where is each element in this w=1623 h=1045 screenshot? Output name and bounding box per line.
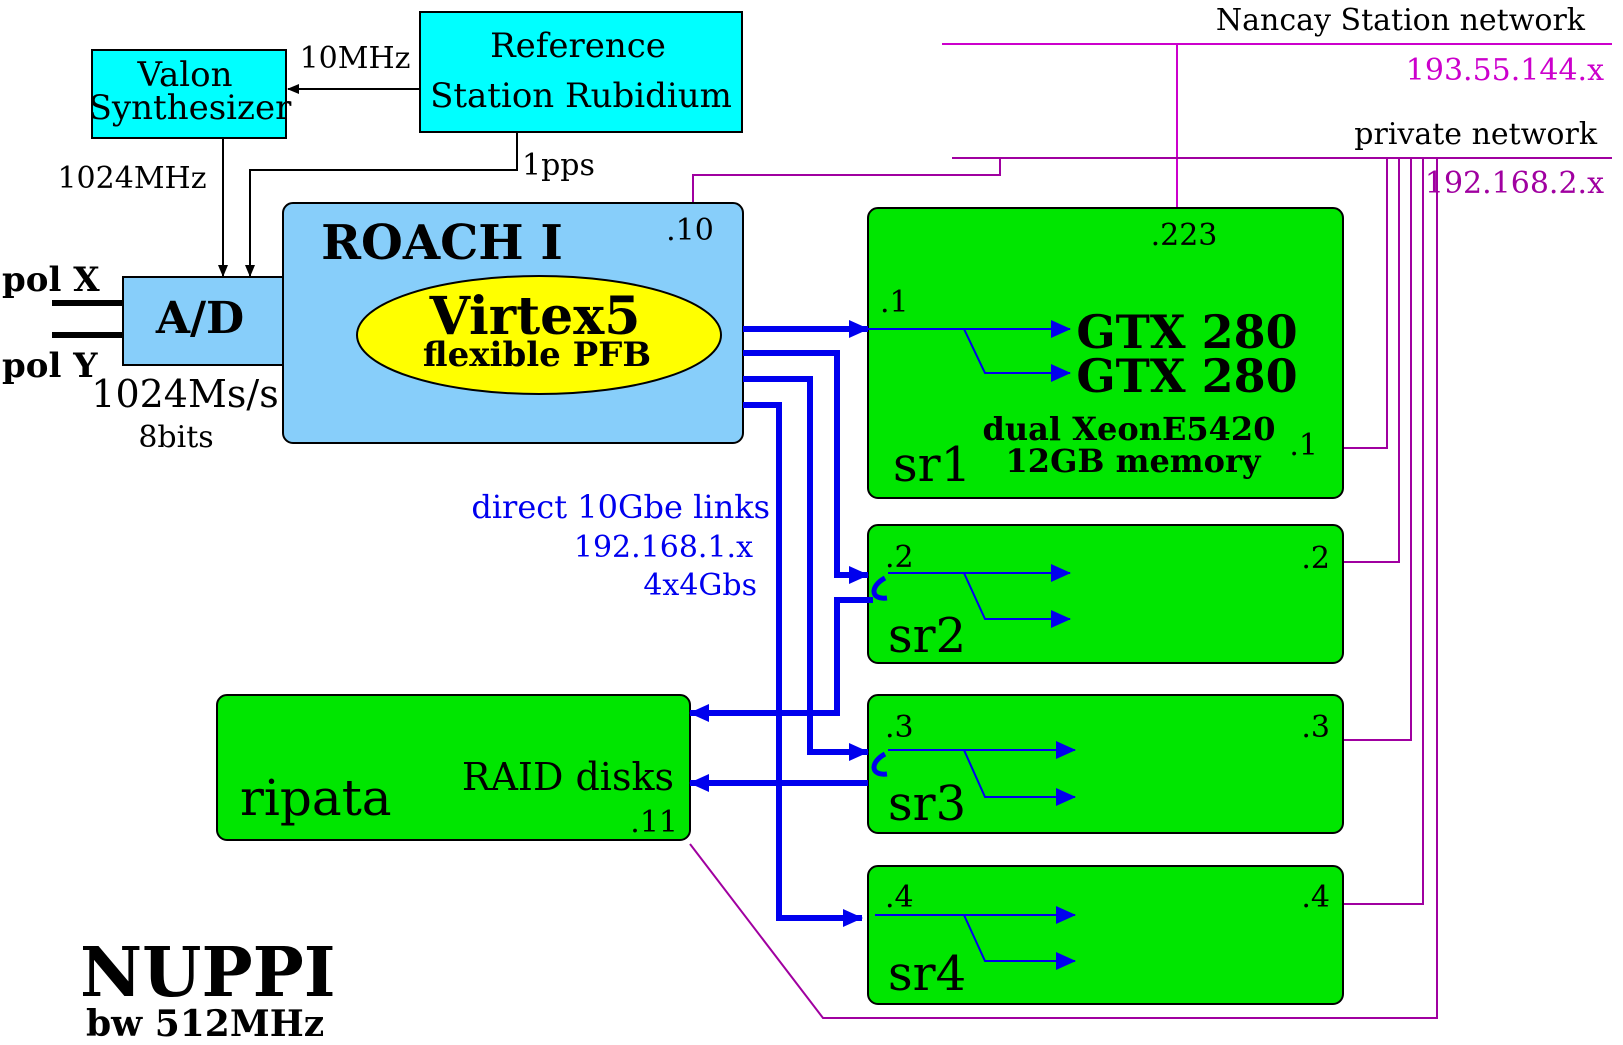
sr4-box [867,865,1344,1005]
sr3-box [867,694,1344,834]
sr2-loop-arrow [871,575,888,601]
ripata-box [216,694,691,841]
sr1-name: sr1 [893,437,971,493]
sr1-private-addr: .1 [1289,428,1318,463]
link-sr2-ripata [689,597,873,722]
clock-label: 1024MHz [57,161,206,196]
adc-rate: 1024Ms/s [91,372,278,416]
pol-y-label: pol Y [2,346,98,386]
sr1-cpu: dual XeonE5420 [983,410,1276,448]
sr4-private-link [1343,158,1424,905]
private-network-label: private network [1354,117,1598,152]
links-rate: 4x4Gbs [643,568,757,603]
sr1-station-addr: .223 [1151,218,1218,253]
ripata-storage: RAID disks [462,755,674,799]
roach-private-link [692,158,1001,203]
pol-x-label: pol X [2,260,100,300]
sr3-loop-arrow [871,751,888,777]
link-sr4 [743,402,863,927]
sr3-link-addr: .3 [885,710,914,745]
sr3-private-link [1343,158,1412,741]
sr4-name: sr4 [888,946,966,1002]
fpga-subtitle: flexible PFB [423,335,651,375]
private-subnet-label: 192.168.2.x [1425,166,1604,201]
ripata-name: ripata [240,769,392,827]
sr1-memory: 12GB memory [1006,442,1262,480]
reference-title: Reference [490,26,666,66]
ripata-private-link [689,158,1438,1019]
reference-rubidium-box [419,11,743,133]
adc-label: A/D [155,293,244,344]
roach-addr: .10 [666,213,714,248]
sr1-gpu2: GTX 280 [1076,349,1297,403]
sr2-gpu2-arrow [963,572,1071,628]
adc-bits: 8bits [138,420,213,455]
sr1-box [867,207,1344,499]
link-sr2 [743,350,869,584]
roach-title: ROACH I [321,215,563,271]
pps-line [245,132,518,277]
pps-label: 1pps [522,148,595,183]
sr1-link-addr: .1 [880,285,909,320]
virtex5-fpga [356,275,722,395]
adc-box [122,276,284,366]
fpga-title: Virtex5 [429,286,641,347]
station-network-label: Nancay Station network [1216,3,1586,38]
sr2-private-link [1343,158,1400,563]
sr3-gpu2-arrow [963,749,1076,806]
ten-mhz-label: 10MHz [300,41,411,76]
valon-synthesizer-box [91,49,287,139]
footer-title: NUPPI [80,933,336,1013]
sr1-gpu2-arrow [963,328,1071,382]
valon-subtitle: Synthesizer [89,88,292,128]
sr2-name: sr2 [888,608,966,664]
sr1-private-link [1343,158,1388,449]
links-label: direct 10Gbe links [471,488,770,526]
footer-bw: bw 512MHz [86,1003,324,1041]
sr2-link-addr: .2 [885,540,914,575]
sr2-box [867,524,1344,664]
link-sr3 [743,376,869,761]
sr4-private-addr: .4 [1301,880,1330,915]
sr2-private-addr: .2 [1301,541,1330,576]
sr4-link-addr: .4 [885,880,914,915]
sr1-gpu1: GTX 280 [1076,305,1297,359]
sr3-name: sr3 [888,776,966,832]
sr3-private-addr: .3 [1301,710,1330,745]
reference-subtitle: Station Rubidium [430,76,732,116]
links-subnet: 192.168.1.x [574,530,753,565]
valon-title: Valon [137,55,233,95]
station-subnet-label: 193.55.144.x [1406,53,1604,88]
sr4-gpu2-arrow [963,914,1076,970]
ripata-addr: .11 [630,805,678,840]
